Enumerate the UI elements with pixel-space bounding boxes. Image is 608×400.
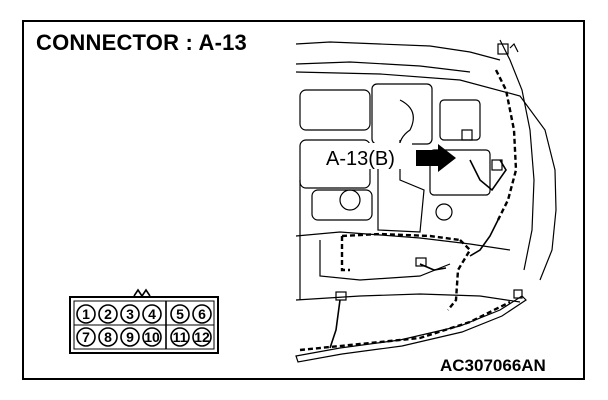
pin-4 — [142, 304, 162, 324]
pin-10 — [142, 327, 162, 347]
pin-label-4: 4 — [148, 306, 156, 322]
pin-2 — [98, 304, 118, 324]
pin-label-10: 10 — [144, 329, 160, 345]
pin-label-11: 11 — [173, 329, 188, 345]
pin-label-12: 12 — [194, 329, 210, 345]
pin-11 — [170, 327, 190, 347]
pin-label-3: 3 — [126, 306, 134, 322]
pin-1 — [76, 304, 96, 324]
callout-arrow — [416, 144, 456, 172]
pin-7 — [76, 327, 96, 347]
pin-12 — [192, 327, 212, 347]
connector-face: 1 2 3 4 5 6 7 8 9 10 11 12 — [69, 288, 219, 354]
connector-latch-icon — [133, 288, 151, 298]
callout-label-background — [322, 143, 412, 169]
callout-label: A-13(B) — [326, 148, 395, 170]
diagram-title: CONNECTOR : A-13 — [36, 30, 247, 55]
pin-label-5: 5 — [176, 306, 184, 322]
engine-bay-drawing — [295, 39, 557, 363]
pin-label-6: 6 — [198, 306, 206, 322]
figure-code: AC307066AN — [440, 356, 546, 375]
pin-label-9: 9 — [126, 329, 134, 345]
pin-5 — [170, 304, 190, 324]
pin-9 — [120, 327, 140, 347]
pin-label-2: 2 — [104, 306, 112, 322]
pin-8 — [98, 327, 118, 347]
pin-6 — [192, 304, 212, 324]
pin-label-1: 1 — [82, 306, 90, 322]
pin-label-8: 8 — [104, 329, 112, 345]
pin-label-7: 7 — [82, 329, 90, 345]
pin-3 — [120, 304, 140, 324]
